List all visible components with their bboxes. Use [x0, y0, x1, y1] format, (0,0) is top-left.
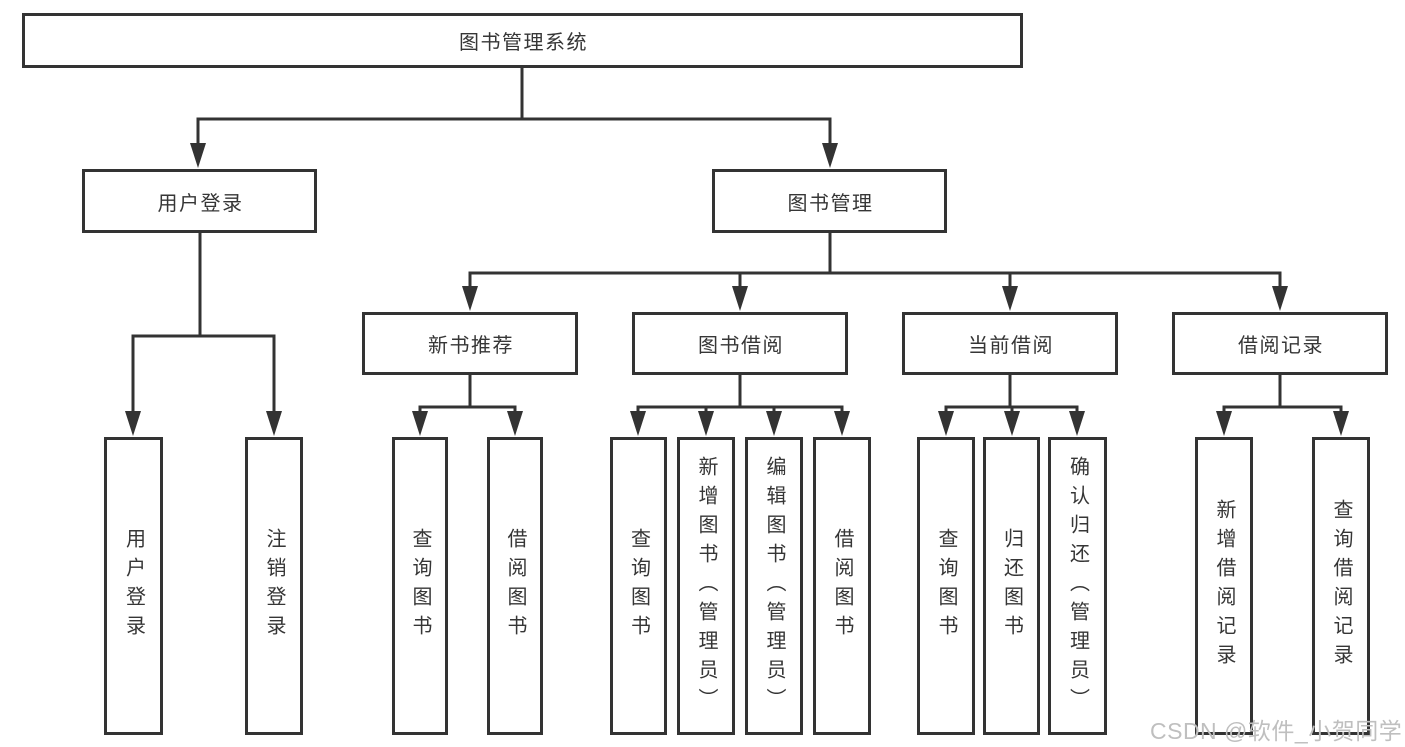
leaf-label: 查询借阅记录 [1330, 499, 1352, 673]
leaf-label: 注销登录 [263, 528, 285, 644]
leaf-label: 新增借阅记录 [1213, 499, 1235, 673]
node-user-login: 用户登录 [82, 169, 317, 233]
node-current-borrowing: 当前借阅 [902, 312, 1118, 375]
node-label: 图书借阅 [698, 335, 784, 357]
node-label: 当前借阅 [968, 335, 1054, 357]
leaf-query-books-borrow: 查询图书 [610, 437, 667, 735]
node-label: 借阅记录 [1238, 335, 1324, 357]
node-book-management: 图书管理 [712, 169, 947, 233]
leaf-borrow-books: 借阅图书 [813, 437, 871, 735]
leaf-query-books-current: 查询图书 [917, 437, 975, 735]
leaf-confirm-return-admin: 确认归还（管理员） [1048, 437, 1107, 735]
leaf-label: 借阅图书 [831, 528, 853, 644]
node-new-book-recommendation: 新书推荐 [362, 312, 578, 375]
node-label: 图书管理系统 [459, 32, 588, 54]
node-label: 新书推荐 [428, 335, 514, 357]
leaf-label: 确认归还（管理员） [1066, 455, 1089, 717]
leaf-label: 查询图书 [627, 528, 650, 644]
leaf-label: 编辑图书（管理员） [763, 455, 785, 717]
leaf-query-borrow-record: 查询借阅记录 [1312, 437, 1370, 735]
leaf-label: 新增图书（管理员） [695, 455, 717, 717]
leaf-return-books: 归还图书 [983, 437, 1040, 735]
node-borrowing-records: 借阅记录 [1172, 312, 1388, 375]
leaf-add-borrow-record: 新增借阅记录 [1195, 437, 1253, 735]
node-label: 用户登录 [157, 192, 244, 215]
node-library-management-system: 图书管理系统 [22, 13, 1023, 68]
leaf-label: 借阅图书 [504, 528, 526, 644]
leaf-add-books-admin: 新增图书（管理员） [677, 437, 735, 735]
leaf-label: 查询图书 [409, 528, 431, 644]
leaf-user-login: 用户登录 [104, 437, 163, 735]
leaf-query-books-recommend: 查询图书 [392, 437, 448, 735]
leaf-label: 归还图书 [1000, 528, 1023, 644]
leaf-edit-books-admin: 编辑图书（管理员） [745, 437, 803, 735]
leaf-label: 查询图书 [935, 528, 957, 644]
leaf-borrow-books-recommend: 借阅图书 [487, 437, 543, 735]
csdn-watermark: CSDN @软件_小贺同学 [1150, 718, 1403, 744]
leaf-logout: 注销登录 [245, 437, 303, 735]
leaf-label: 用户登录 [122, 528, 145, 644]
node-label: 图书管理 [787, 192, 874, 215]
node-book-borrowing: 图书借阅 [632, 312, 848, 375]
